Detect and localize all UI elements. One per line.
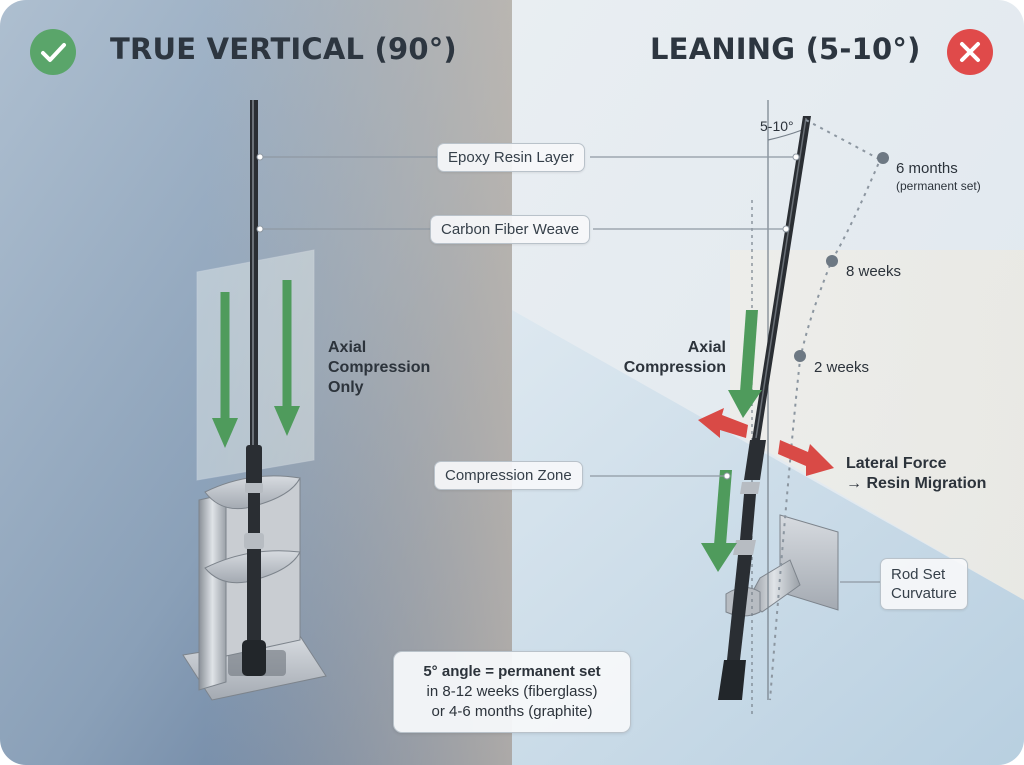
- callout-rod-set-curvature: Rod Set Curvature: [880, 558, 968, 610]
- left-axial-line-1: Axial: [328, 339, 367, 356]
- right-axial-line-2: Compression: [623, 359, 726, 376]
- right-axial-label: Axial Compression: [622, 338, 726, 378]
- right-axial-arrows: [701, 310, 762, 572]
- left-panel-title: TRUE VERTICAL (90°): [110, 32, 457, 66]
- lateral-force-line-2: → Resin Migration: [846, 475, 987, 492]
- note-line-3: or 4-6 months (graphite): [431, 703, 593, 720]
- note-box: 5° angle = permanent set in 8-12 weeks (…: [393, 651, 631, 733]
- leader-lines: [256, 153, 880, 583]
- callout-compression-zone: Compression Zone: [434, 461, 583, 490]
- marker-2-weeks: [794, 350, 806, 362]
- timeline-2-weeks: 2 weeks: [814, 359, 870, 376]
- leaning-rod: [718, 116, 811, 700]
- rod-set-line-2: Curvature: [891, 585, 957, 602]
- left-axial-line-3: Only: [328, 379, 364, 396]
- vertical-rod: [242, 100, 266, 676]
- lateral-force-label: Lateral Force → Resin Migration: [846, 454, 986, 494]
- right-panel-title: LEANING (5-10°): [650, 32, 921, 66]
- angle-label: 5-10°: [760, 118, 794, 134]
- check-icon: [30, 29, 76, 75]
- callout-epoxy-resin: Epoxy Resin Layer: [437, 143, 585, 172]
- timeline-6-months-sub: (permanent set): [896, 179, 981, 193]
- note-line-2: in 8-12 weeks (fiberglass): [426, 683, 598, 700]
- left-axial-arrows: [212, 280, 300, 448]
- left-axial-line-2: Compression: [328, 359, 431, 376]
- right-axial-line-1: Axial: [687, 339, 726, 356]
- left-axial-label: Axial Compression Only: [328, 338, 430, 398]
- x-icon: [947, 29, 993, 75]
- lateral-force-line-1: Lateral Force: [846, 455, 947, 472]
- callout-carbon-fiber: Carbon Fiber Weave: [430, 215, 591, 244]
- angle-reference: [751, 100, 803, 715]
- marker-6-months: [877, 152, 889, 164]
- timeline-8-weeks: 8 weeks: [846, 263, 902, 280]
- rod-set-line-1: Rod Set: [891, 566, 946, 583]
- set-curvature-arc: [769, 119, 889, 701]
- timeline-6-months: 6 months: [896, 160, 958, 177]
- note-line-1: 5° angle = permanent set: [423, 663, 601, 680]
- marker-8-weeks: [826, 255, 838, 267]
- lateral-force-arrows: [698, 408, 834, 476]
